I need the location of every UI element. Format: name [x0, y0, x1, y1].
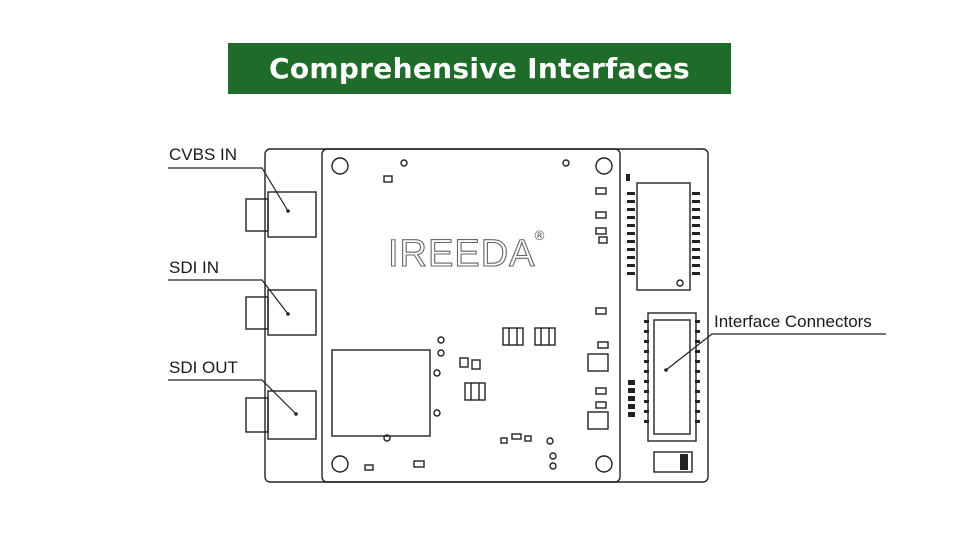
diode: [653, 451, 693, 473]
mounting-hole: [331, 455, 349, 473]
memory-chip-pins: [626, 174, 700, 470]
leader-cvbs-in: [168, 167, 289, 212]
mounting-hole: [331, 157, 349, 175]
bnc-connector-sdi-in: [245, 289, 317, 336]
mounting-hole: [595, 455, 613, 473]
leader-interface-connectors: [665, 333, 886, 371]
memory-chip: [636, 182, 691, 291]
banner-title: Comprehensive Interfaces: [269, 52, 690, 85]
soc-chip: [331, 349, 431, 437]
leader-sdi-out: [168, 379, 297, 415]
callout-sdi-out: SDI OUT: [169, 358, 238, 377]
registered-mark: ®: [533, 229, 546, 244]
callout-interface-connectors: Interface Connectors: [714, 312, 872, 331]
interface-connector: [647, 312, 697, 442]
callout-sdi-in: SDI IN: [169, 258, 220, 277]
bnc-connector-cvbs-in: [245, 191, 317, 238]
brand-logo: IREEDA: [388, 233, 535, 275]
leader-sdi-in: [168, 279, 289, 315]
bnc-connector-sdi-out: [245, 390, 317, 440]
module-board: [321, 148, 621, 483]
title-banner: Comprehensive Interfaces: [228, 43, 731, 94]
callout-cvbs-in: CVBS IN: [169, 145, 238, 164]
mounting-hole: [595, 157, 613, 175]
